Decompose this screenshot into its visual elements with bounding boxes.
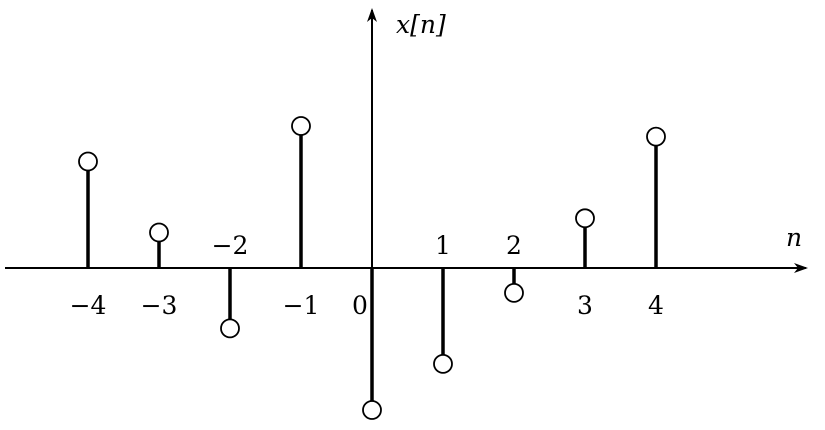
tick-label-3: 3 [577, 291, 593, 320]
stem-marker-1 [433, 353, 453, 374]
x-axis-label: n [786, 223, 802, 252]
stem-marker-3 [575, 208, 595, 229]
stem-marker-4 [646, 126, 666, 147]
y-axis-label: x[n] [396, 10, 446, 39]
tick-label--2: −2 [212, 231, 249, 260]
tick-label-2: 2 [506, 231, 522, 260]
stem-marker--2 [220, 318, 240, 339]
tick-label-4: 4 [648, 291, 664, 320]
stem-marker-2 [504, 282, 524, 303]
tick-label--3: −3 [141, 291, 178, 320]
stem-marker-0 [362, 400, 382, 420]
stem-marker--4 [78, 151, 98, 172]
tick-label-0: 0 [352, 291, 368, 320]
stem-marker--3 [149, 222, 169, 243]
tick-label--4: −4 [70, 291, 107, 320]
tick-label--1: −1 [283, 291, 320, 320]
stem-marker--1 [291, 116, 311, 136]
tick-label-1: 1 [435, 231, 451, 260]
